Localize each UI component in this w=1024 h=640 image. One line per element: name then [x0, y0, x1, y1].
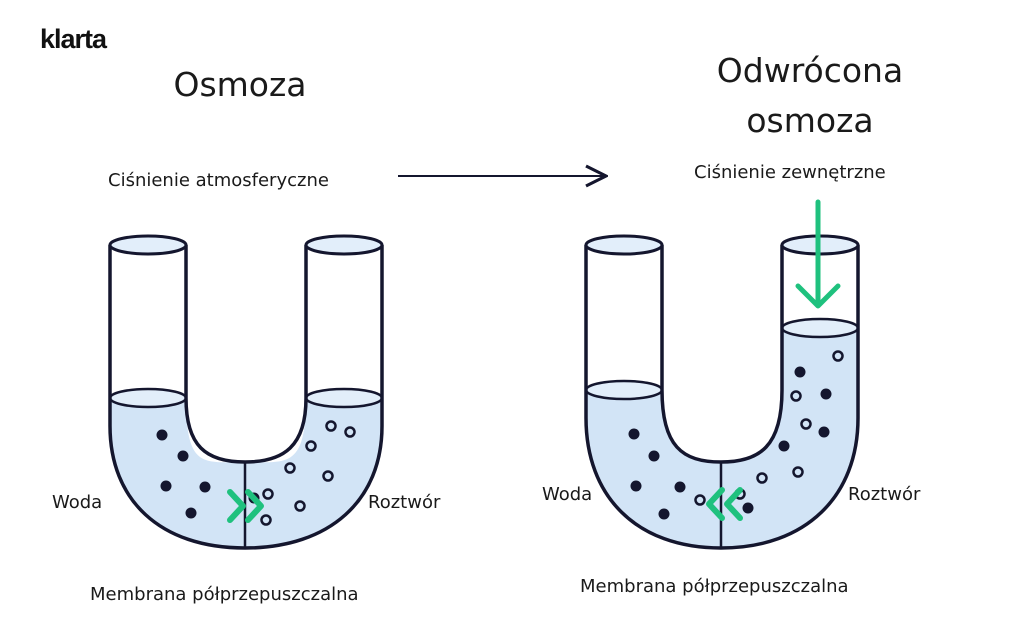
- left-solute-particles: [260, 420, 356, 526]
- left-membrane-label: Membrana półprzepuszczalna: [90, 584, 359, 605]
- right-u-tube: [584, 199, 860, 550]
- right-title-line2: osmoza: [746, 101, 874, 140]
- right-tube-left-opening: [584, 234, 664, 256]
- left-tube-left-surface: [108, 387, 188, 409]
- right-tube-water: [586, 328, 858, 548]
- double-chevron-left-icon: [706, 487, 743, 521]
- left-tube-right-surface: [304, 387, 384, 409]
- right-water-label: Woda: [542, 484, 593, 505]
- right-tube-left-surface: [584, 379, 664, 401]
- right-tube-right-surface: [780, 317, 860, 339]
- right-title-line1: Odwrócona: [716, 51, 904, 90]
- right-membrane-label: Membrana półprzepuszczalna: [580, 576, 849, 597]
- left-tube-left-opening: [108, 234, 188, 256]
- left-u-tube: [108, 234, 384, 550]
- atmospheric-pressure-label: Ciśnienie atmosferyczne: [108, 170, 329, 191]
- left-tube-right-opening: [304, 234, 384, 256]
- right-water-molecules: [628, 366, 832, 520]
- left-title: Osmoza: [173, 65, 307, 104]
- left-water-label: Woda: [52, 492, 103, 513]
- external-pressure-label: Ciśnienie zewnętrzne: [694, 162, 886, 183]
- left-solution-label: Roztwór: [368, 492, 441, 513]
- brand-logo: klarta: [40, 24, 107, 54]
- right-solution-label: Roztwór: [848, 484, 921, 505]
- double-chevron-right-icon: [227, 489, 264, 523]
- down-arrow-icon: [795, 199, 841, 309]
